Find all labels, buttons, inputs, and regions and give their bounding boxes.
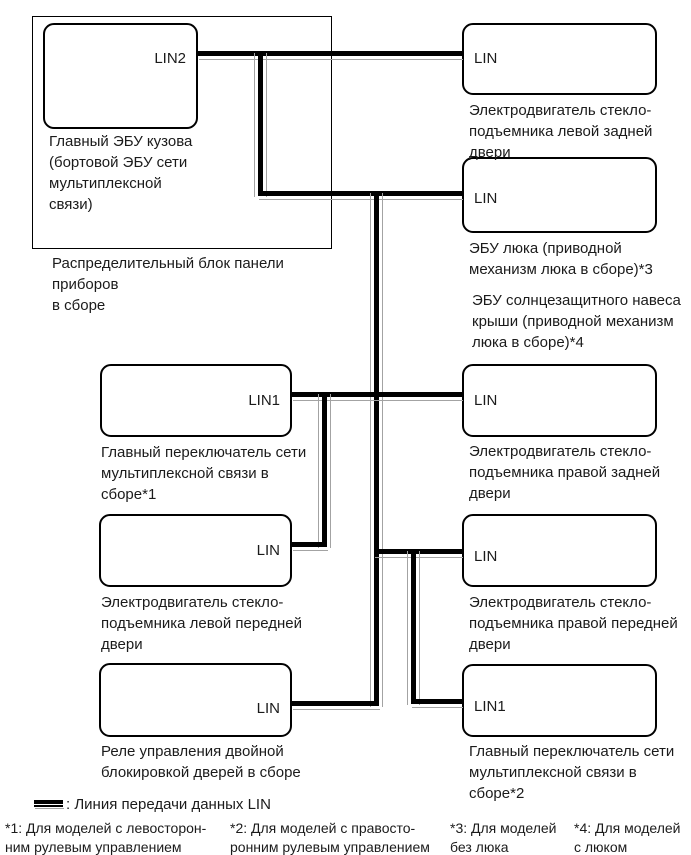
port-label-lin: LIN <box>474 190 498 207</box>
node-body-ecu: LIN2 <box>43 23 198 129</box>
caption-motor-rear-left: Электродвигатель стекло- подъемника лево… <box>469 102 653 161</box>
port-label-lin: LIN <box>256 700 280 717</box>
lin-line-swatch-icon <box>34 800 64 810</box>
lin-bus-h-to-switch2 <box>411 699 463 708</box>
footnote-2: *2: Для моделей с правосто- ронним рулев… <box>230 820 430 855</box>
distribution-block-outline <box>32 16 332 249</box>
lin-bus-h-body-to-rear-left <box>198 51 463 60</box>
caption-double-lock-relay: Реле управления двойной блокировкой двер… <box>101 743 301 781</box>
footnote-4: *4: Для моделей с люком <box>574 820 681 855</box>
lin-bus-v-branch-switch2 <box>407 549 420 705</box>
node-motor-front-right: LIN <box>462 514 657 587</box>
port-label-lin1: LIN1 <box>474 698 506 715</box>
footnote-1: *1: Для моделей с левосторон- ним рулевы… <box>5 820 207 855</box>
port-label-lin: LIN <box>474 50 498 67</box>
port-label-lin2: LIN2 <box>154 50 186 67</box>
lin-bus-v-trunk <box>370 191 383 707</box>
caption-master-switch-2: Главный переключатель сети мультиплексно… <box>469 743 675 802</box>
lin-bus-h-to-sunroof-ecu <box>258 191 463 200</box>
node-motor-rear-left: LIN <box>462 23 657 95</box>
port-label-lin1: LIN1 <box>248 392 280 409</box>
port-label-lin: LIN <box>474 548 498 565</box>
caption-body-ecu: Главный ЭБУ кузова (бортовой ЭБУ сети му… <box>49 133 193 213</box>
node-sunroof-ecu: LIN <box>462 157 657 233</box>
port-label-lin: LIN <box>256 542 280 559</box>
lin-bus-h-relay-to-trunk <box>292 701 380 710</box>
node-master-switch-1: LIN1 <box>100 364 292 437</box>
caption-sunroof-ecu: ЭБУ люка (приводной механизм люка в сбор… <box>469 240 653 278</box>
node-double-lock-relay: LIN <box>99 663 292 737</box>
caption-motor-front-left: Электродвигатель стекло- подъемника лево… <box>101 594 303 653</box>
lin-bus-h-switch1-to-rear-right <box>292 392 463 401</box>
node-motor-rear-right: LIN <box>462 364 657 437</box>
caption-distribution-block: Распределительный блок панели приборов в… <box>52 255 284 314</box>
lin-bus-v-branch-top <box>254 51 267 197</box>
legend-label: : Линия передачи данных LIN <box>66 796 271 813</box>
node-master-switch-2: LIN1 <box>462 664 657 737</box>
caption-motor-rear-right: Электродвигатель стекло- подъемника прав… <box>469 443 661 502</box>
caption-motor-front-right: Электродвигатель стекло- подъемника прав… <box>469 594 678 653</box>
lin-bus-v-branch-front-left <box>318 392 331 548</box>
footnote-3: *3: Для моделей без люка <box>450 820 557 855</box>
caption-master-switch-1: Главный переключатель сети мультиплексно… <box>101 444 307 503</box>
port-label-lin: LIN <box>474 392 498 409</box>
caption-sunshade-ecu: ЭБУ солнцезащитного навеса крыши (привод… <box>472 292 681 351</box>
node-motor-front-left: LIN <box>99 514 292 587</box>
lin-bus-h-front-left-elbow <box>292 542 328 551</box>
